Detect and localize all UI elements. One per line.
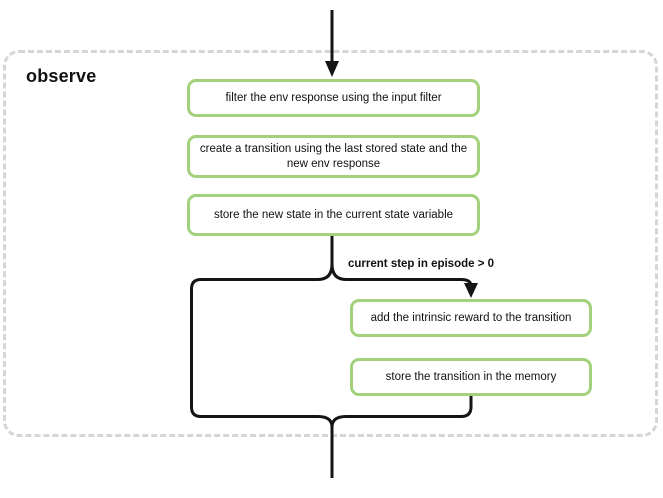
condition-label: current step in episode > 0 — [348, 258, 495, 270]
node-label: store the transition in the memory — [385, 370, 557, 383]
node-store-transition-memory: store the transition in the memory — [350, 358, 592, 396]
group-title: observe — [26, 66, 97, 86]
node-label: add the intrinsic reward to the transiti… — [370, 311, 572, 324]
node-create-transition: create a transition using the last store… — [187, 135, 480, 178]
node-add-intrinsic-reward: add the intrinsic reward to the transiti… — [350, 299, 592, 337]
node-filter-env-response: filter the env response using the input … — [187, 79, 480, 117]
node-store-new-state: store the new state in the current state… — [187, 194, 480, 236]
node-label: store the new state in the current state… — [213, 208, 454, 221]
node-label: filter the env response using the input … — [225, 91, 442, 104]
node-label: create a transition using the last store… — [199, 142, 468, 170]
